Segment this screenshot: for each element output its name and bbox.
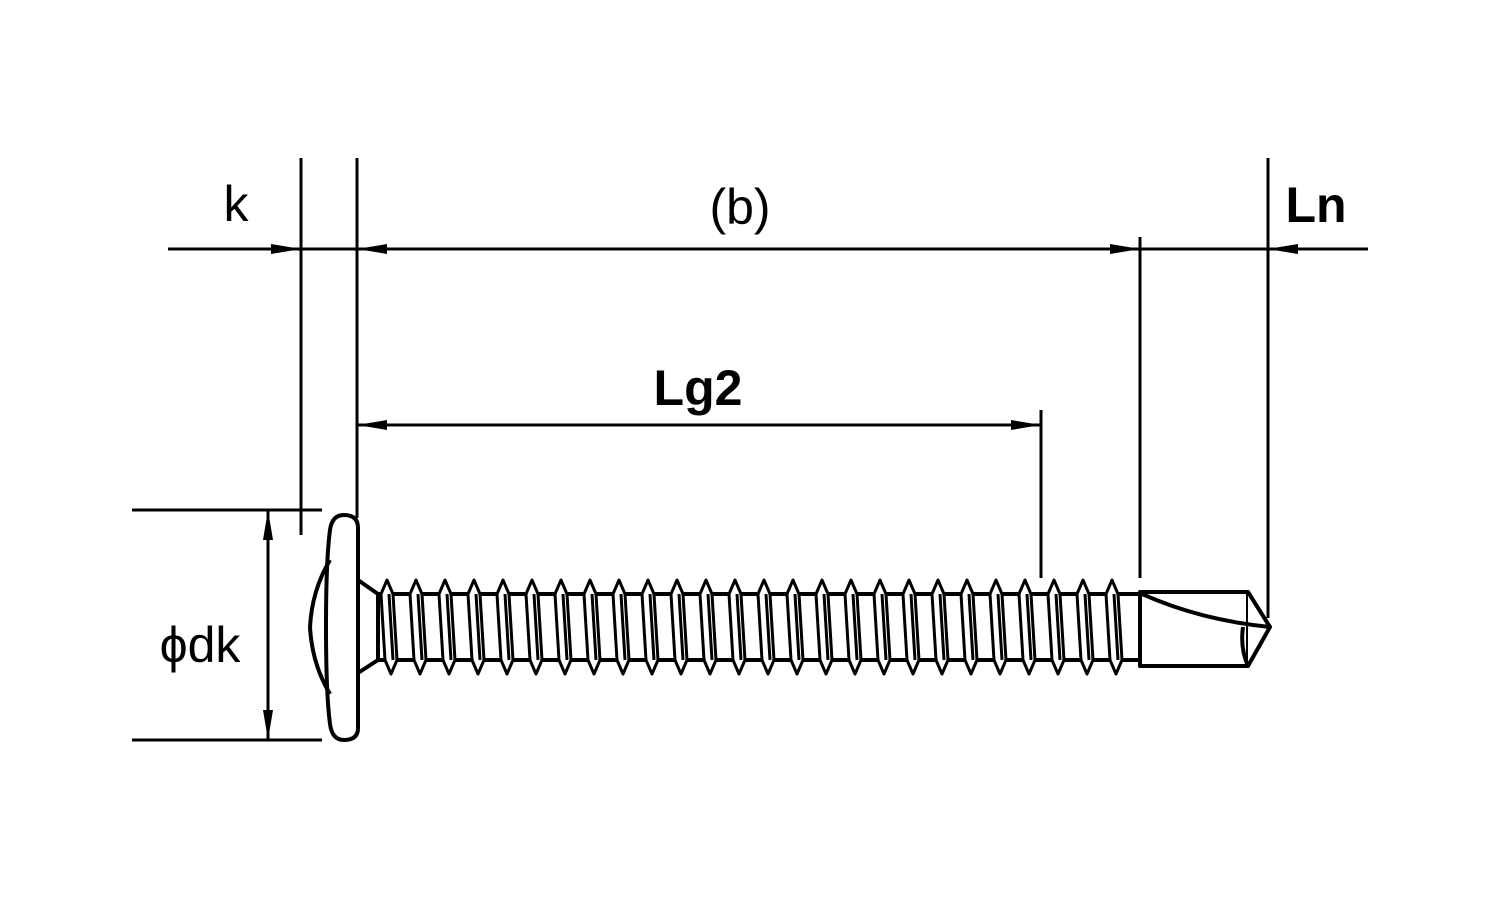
screw-neck <box>356 578 380 675</box>
drill-point-body <box>1138 590 1250 668</box>
thread-crest <box>901 578 921 676</box>
thread-crest <box>756 578 776 676</box>
thread-crest <box>872 578 892 676</box>
thread-crest <box>524 578 544 676</box>
drill-flute-edge <box>1240 626 1250 667</box>
thread-crest <box>640 578 660 676</box>
thread-crest <box>1017 578 1037 676</box>
thread-crest <box>379 578 399 676</box>
thread-crest <box>495 578 515 676</box>
thread-crest <box>814 578 834 676</box>
thread-crest <box>408 578 428 676</box>
thread-crest <box>959 578 979 676</box>
thread-crest <box>466 578 486 676</box>
thread-crest <box>437 578 457 676</box>
thread-crest <box>727 578 747 676</box>
thread-crest <box>930 578 950 676</box>
screw-head-dome <box>308 558 332 696</box>
dk-label: ϕdk <box>160 617 242 673</box>
thread-crest <box>1075 578 1095 676</box>
b-label: (b) <box>709 179 770 235</box>
thread-crest <box>988 578 1008 676</box>
thread-crest <box>785 578 805 676</box>
ln-label: Ln <box>1285 177 1346 233</box>
k-label: k <box>224 176 250 232</box>
thread-crest <box>1046 578 1066 676</box>
screw <box>308 513 1272 742</box>
thread-crest <box>669 578 689 676</box>
thread-crest <box>611 578 631 676</box>
lg2-label: Lg2 <box>654 360 743 416</box>
drill-flute-curve <box>1141 592 1271 629</box>
thread-crest <box>1104 578 1124 676</box>
screw-head-washer <box>324 513 360 742</box>
thread-crest <box>553 578 573 676</box>
thread-crest <box>843 578 863 676</box>
thread-crest <box>698 578 718 676</box>
screw-threads <box>376 578 1142 676</box>
thread-crest <box>582 578 602 676</box>
dimension-lines <box>132 158 1368 742</box>
